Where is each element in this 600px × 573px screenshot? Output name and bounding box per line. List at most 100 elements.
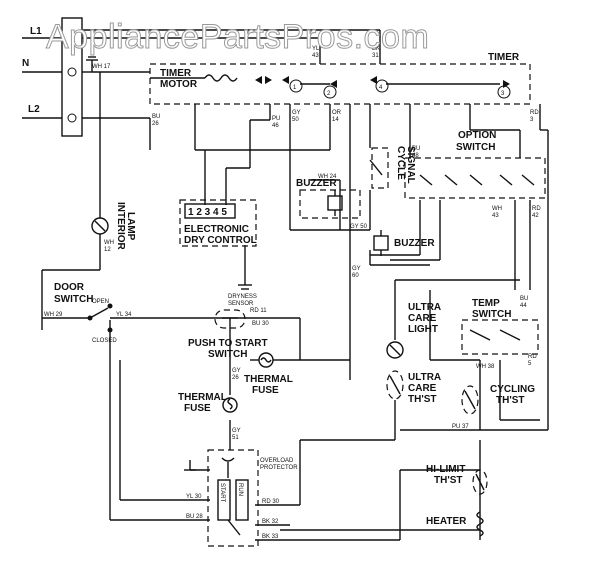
option-switch-label-1: OPTION: [458, 130, 496, 141]
wire-label-gy26-a: GY: [232, 368, 241, 374]
interior-lamp-icon: [91, 200, 109, 250]
motor-run-label: RUN: [237, 483, 243, 496]
motor-windings-icon: [217, 479, 249, 536]
wire-label-yl43-b: 43: [312, 53, 319, 59]
buzzer-mid-icon: [373, 230, 389, 256]
wire-label-bu26-a: BU: [152, 114, 160, 120]
heater-icon: [476, 511, 484, 537]
wire-label-bu28: BU 28: [186, 514, 203, 520]
ultra-care-thst-label-2: CARE: [408, 383, 437, 394]
wire-label-yl30: YL 30: [186, 494, 202, 500]
motor-start-label: START: [219, 483, 225, 502]
buzzer-top-icon: [327, 190, 343, 216]
wire-label-gy50-a: GY: [292, 110, 301, 116]
wire-label-bu30: BU 30: [252, 321, 269, 327]
wire-label-bk31-a: BK: [372, 46, 380, 52]
timer-motor-label-2: MOTOR: [160, 79, 198, 90]
wire-label-yl43-a: YL: [312, 46, 320, 52]
wire-label-bu44-b: 44: [520, 303, 527, 309]
edc-terminal-strip: [184, 203, 236, 219]
ultra-care-thst-label-1: ULTRA: [408, 372, 441, 383]
temp-switch-contacts: [469, 329, 521, 341]
cycling-thst-label-1: CYCLING: [490, 384, 535, 395]
wire-label-wh29: WH 29: [44, 312, 63, 318]
buzzer-mid-label: BUZZER: [394, 238, 435, 249]
thermal-fuse-right-label-2: FUSE: [252, 385, 279, 396]
ultra-care-light-icon: [386, 341, 404, 359]
thermal-fuse-right-label-1: THERMAL: [244, 374, 293, 385]
door-open-label: OPEN: [92, 299, 109, 305]
wire-label-yl34: YL 34: [116, 312, 132, 318]
buzzer-top-box: [299, 189, 361, 219]
timer-terminal-3: 3: [501, 91, 505, 97]
wire-label-bu48-b: 48: [412, 153, 419, 159]
ultra-care-light-label-1: ULTRA: [408, 302, 441, 313]
buzzer-top-label: BUZZER: [296, 178, 337, 189]
cycle-signal-switch: [369, 147, 389, 189]
edc-terminals-label: 1 2 3 4 5: [188, 207, 227, 218]
wire-label-bk31-b: 31: [372, 53, 379, 59]
wire-label-or14-a: OR: [332, 110, 342, 116]
power-terminal-block: [22, 17, 98, 137]
edc-label-2: DRY CONTROL: [184, 235, 257, 246]
wires: [41, 29, 549, 541]
wire-label-wh43-a: WH: [492, 206, 502, 212]
edc-label-1: ELECTRONIC: [184, 224, 249, 235]
wire-label-pu46-b: 46: [272, 123, 279, 129]
timer-terminal-2: 2: [327, 91, 331, 97]
temp-switch-box: [461, 319, 539, 355]
wire-label-rd5-b: 5: [528, 361, 532, 367]
wire-label-gy60-b: 60: [352, 273, 359, 279]
wire-label-wh38: WH 38: [476, 364, 495, 370]
wire-label-gy51-a: GY: [232, 428, 241, 434]
wire-label-rd3-a: RD: [530, 110, 539, 116]
interior-lamp-label-2: LAMP: [125, 212, 136, 241]
door-closed-label: CLOSED: [92, 338, 117, 344]
dryness-sensor-label-2: SENSOR: [228, 301, 254, 307]
wire-label-rd42-a: RD: [532, 206, 541, 212]
motor-box: [207, 449, 259, 547]
thermal-fuse-right-icon: [250, 352, 280, 368]
cycling-thst-icon: [461, 385, 479, 415]
wire-label-gy50-b: 50: [292, 117, 299, 123]
thermal-fuse-left-label-2: FUSE: [184, 403, 211, 414]
hi-limit-thst-icon: [472, 469, 488, 495]
temp-switch-label-2: SWITCH: [472, 309, 511, 320]
timer-contacts: [255, 76, 511, 99]
push-to-start-icon: [214, 309, 246, 329]
l2-label: L2: [28, 104, 40, 115]
ultra-care-light-label-2: CARE: [408, 313, 437, 324]
wire-label-wh12-a: WH: [104, 240, 114, 246]
option-switch-label-2: SWITCH: [456, 142, 495, 153]
wire-label-wh24: WH 24: [318, 174, 337, 180]
wire-label-wh43-b: 43: [492, 213, 499, 219]
cycle-signal-label-1: CYCLE: [395, 146, 406, 180]
heater-label: HEATER: [426, 516, 467, 527]
wire-label-gy26-b: 26: [232, 375, 239, 381]
overload-protector-label-1: OVERLOAD: [260, 458, 294, 464]
wire-label-wh17: WH 17: [92, 64, 111, 70]
wire-label-gy51-b: 51: [232, 435, 239, 441]
timer-box: [149, 63, 531, 105]
watermark: AppliancePartsPros.com: [46, 18, 429, 56]
wire-label-pu37: PU 37: [452, 424, 469, 430]
door-switch-label-2: SWITCH: [54, 294, 93, 305]
push-to-start-label-2: SWITCH: [208, 349, 247, 360]
thermal-fuse-left-icon: [222, 397, 238, 413]
timer-terminal-1: 1: [293, 85, 297, 91]
hi-limit-label-2: TH'ST: [434, 475, 463, 486]
ultra-care-light-label-3: LIGHT: [408, 324, 438, 335]
cycle-signal-label-2: SIGNAL: [405, 146, 416, 184]
wire-label-gy50-c: GY 50: [350, 224, 368, 230]
wire-label-pu46-a: PU: [272, 116, 280, 122]
wire-label-bu44-a: BU: [520, 296, 528, 302]
wire-label-bu48-a: BU: [412, 146, 420, 152]
electronic-dry-control-box: [179, 199, 257, 247]
wire-label-bk33: BK 33: [262, 534, 279, 540]
ultra-care-thst-label-3: TH'ST: [408, 394, 437, 405]
wire-label-rd3-b: 3: [530, 117, 534, 123]
interior-lamp-label-1: INTERIOR: [115, 202, 126, 251]
overload-protector-label-2: PROTECTOR: [260, 465, 298, 471]
wire-label-bk32: BK 32: [262, 519, 279, 525]
